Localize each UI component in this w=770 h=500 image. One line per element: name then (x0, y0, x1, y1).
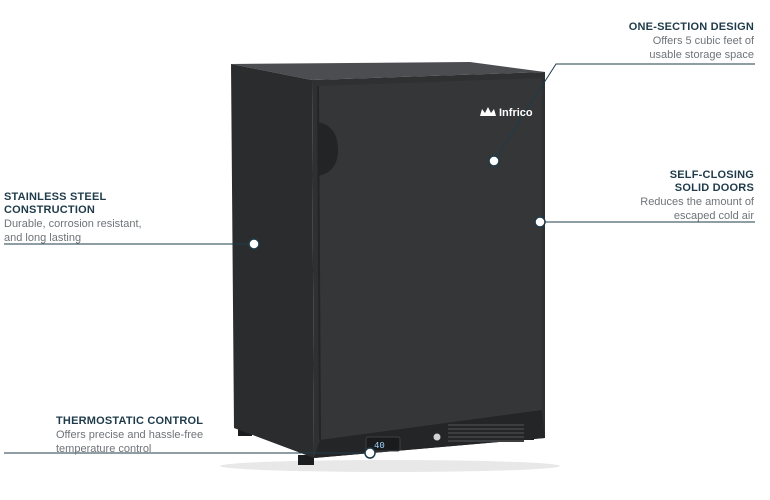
solid-door (318, 78, 542, 440)
callout-desc: usable storage space (649, 49, 754, 61)
callout-stainless: STAINLESS STEEL CONSTRUCTION Durable, co… (4, 191, 174, 245)
thermostat-display (365, 436, 401, 452)
callout-desc: and long lasting (4, 232, 82, 244)
callout-desc: Offers precise and hassle-free (56, 429, 204, 441)
callout-title: SOLID DOORS (674, 182, 754, 194)
callout-one-section: ONE-SECTION DESIGN Offers 5 cubic feet o… (554, 21, 754, 62)
callout-desc: temperature control (56, 443, 152, 455)
top-surface (231, 62, 545, 80)
lock-icon (433, 433, 441, 441)
foot-front-left (298, 455, 314, 465)
callout-desc: Reduces the amount of (640, 196, 754, 208)
callout-self-closing: SELF-CLOSING SOLID DOORS Reduces the amo… (554, 169, 754, 223)
callout-dots (248, 155, 546, 459)
dot-stainless (248, 238, 260, 250)
callout-lines (4, 63, 755, 454)
callout-title: STAINLESS STEEL (4, 191, 107, 203)
callout-title: CONSTRUCTION (4, 204, 96, 216)
dot-one-section (488, 155, 500, 167)
callout-desc: escaped cold air (673, 210, 754, 222)
floor-shadow (220, 460, 560, 472)
crown-icon (480, 107, 496, 116)
display-reading: 40 (374, 441, 385, 451)
brand-name: Infrico (499, 107, 533, 119)
callout-desc: Durable, corrosion resistant, (4, 218, 142, 230)
ventilation-grill (448, 424, 524, 442)
callout-thermostatic: THERMOSTATIC CONTROL Offers precise and … (56, 415, 256, 456)
callout-desc: Offers 5 cubic feet of (652, 35, 754, 47)
side-panel (231, 64, 314, 458)
callout-title: ONE-SECTION DESIGN (628, 21, 754, 33)
brand-logo: Infrico (480, 107, 533, 119)
door-handle (318, 122, 338, 176)
callout-title: SELF-CLOSING (669, 169, 754, 181)
dot-self-closing (534, 216, 546, 228)
callout-title: THERMOSTATIC CONTROL (56, 415, 204, 427)
dot-thermostatic (364, 447, 376, 459)
